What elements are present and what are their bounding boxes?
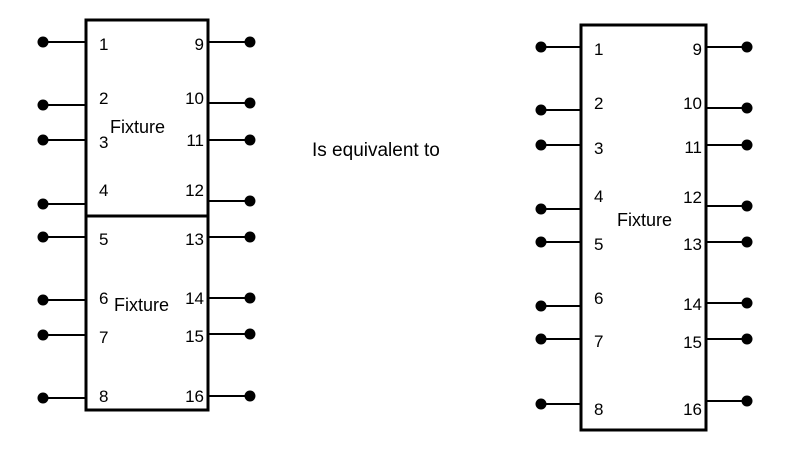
pin-number: 14 xyxy=(185,289,204,308)
pin-number: 9 xyxy=(195,35,204,54)
pin-number: 5 xyxy=(99,230,108,249)
pin-terminal xyxy=(741,139,753,151)
pin-terminal xyxy=(37,294,49,306)
pin-number: 16 xyxy=(683,400,702,419)
pin-number: 12 xyxy=(683,188,702,207)
pin-number: 7 xyxy=(594,332,603,351)
pin-terminal xyxy=(37,99,49,111)
left-lower-fixture: Fixture 5 6 7 8 13 14 15 16 xyxy=(37,214,256,412)
pin-terminal xyxy=(244,390,256,402)
pin-number: 2 xyxy=(594,94,603,113)
right-fixture-body xyxy=(579,23,708,432)
pin-number: 15 xyxy=(683,333,702,352)
pin-number: 2 xyxy=(99,89,108,108)
pin-terminal xyxy=(244,36,256,48)
pin-number: 6 xyxy=(99,289,108,308)
pin-terminal xyxy=(37,231,49,243)
pin-number: 3 xyxy=(594,139,603,158)
pin-number: 1 xyxy=(594,40,603,59)
pin-number: 7 xyxy=(99,328,108,347)
pin-terminal xyxy=(37,329,49,341)
pin-terminal xyxy=(535,41,547,53)
pin-terminal xyxy=(741,200,753,212)
pin-number: 4 xyxy=(594,187,603,206)
equivalence-caption: Is equivalent to xyxy=(312,140,440,161)
pin-number: 15 xyxy=(185,327,204,346)
pin-number: 11 xyxy=(684,138,702,157)
pin-number: 4 xyxy=(99,181,108,200)
right-fixture-label: Fixture xyxy=(617,210,672,230)
pin-number: 12 xyxy=(185,181,204,200)
pin-terminal xyxy=(535,398,547,410)
pin-number: 13 xyxy=(683,235,702,254)
pin-number: 5 xyxy=(594,235,603,254)
pin-terminal xyxy=(535,203,547,215)
pin-number: 10 xyxy=(185,89,204,108)
pin-number: 10 xyxy=(683,94,702,113)
left-upper-fixture-label: Fixture xyxy=(110,117,165,137)
pin-terminal xyxy=(37,198,49,210)
left-upper-fixture-body xyxy=(84,18,210,218)
pin-terminal xyxy=(244,231,256,243)
pin-terminal xyxy=(741,102,753,114)
pin-terminal xyxy=(37,392,49,404)
pin-terminal xyxy=(741,297,753,309)
pin-number: 16 xyxy=(185,387,204,406)
pin-number: 14 xyxy=(683,295,702,314)
pin-terminal xyxy=(535,139,547,151)
pin-terminal xyxy=(535,104,547,116)
pin-terminal xyxy=(741,333,753,345)
pin-number: 11 xyxy=(186,131,204,150)
pin-number: 3 xyxy=(99,133,108,152)
pin-terminal xyxy=(244,195,256,207)
pin-number: 8 xyxy=(594,400,603,419)
left-lower-fixture-label: Fixture xyxy=(114,295,169,315)
pin-terminal xyxy=(535,236,547,248)
pin-terminal xyxy=(741,236,753,248)
pin-terminal xyxy=(244,134,256,146)
pin-terminal xyxy=(244,328,256,340)
left-lower-pins: 5 6 7 8 13 14 15 16 xyxy=(37,230,256,406)
pin-number: 6 xyxy=(594,289,603,308)
pin-terminal xyxy=(244,292,256,304)
left-lower-fixture-body xyxy=(84,214,210,412)
pin-terminal xyxy=(741,395,753,407)
pin-terminal xyxy=(37,36,49,48)
pin-number: 9 xyxy=(693,40,702,59)
pin-terminal xyxy=(244,97,256,109)
pin-terminal xyxy=(37,134,49,146)
pin-terminal xyxy=(535,333,547,345)
pin-number: 8 xyxy=(99,387,108,406)
pin-terminal xyxy=(741,41,753,53)
pin-terminal xyxy=(535,300,547,312)
pin-number: 1 xyxy=(99,35,108,54)
pin-number: 13 xyxy=(185,230,204,249)
